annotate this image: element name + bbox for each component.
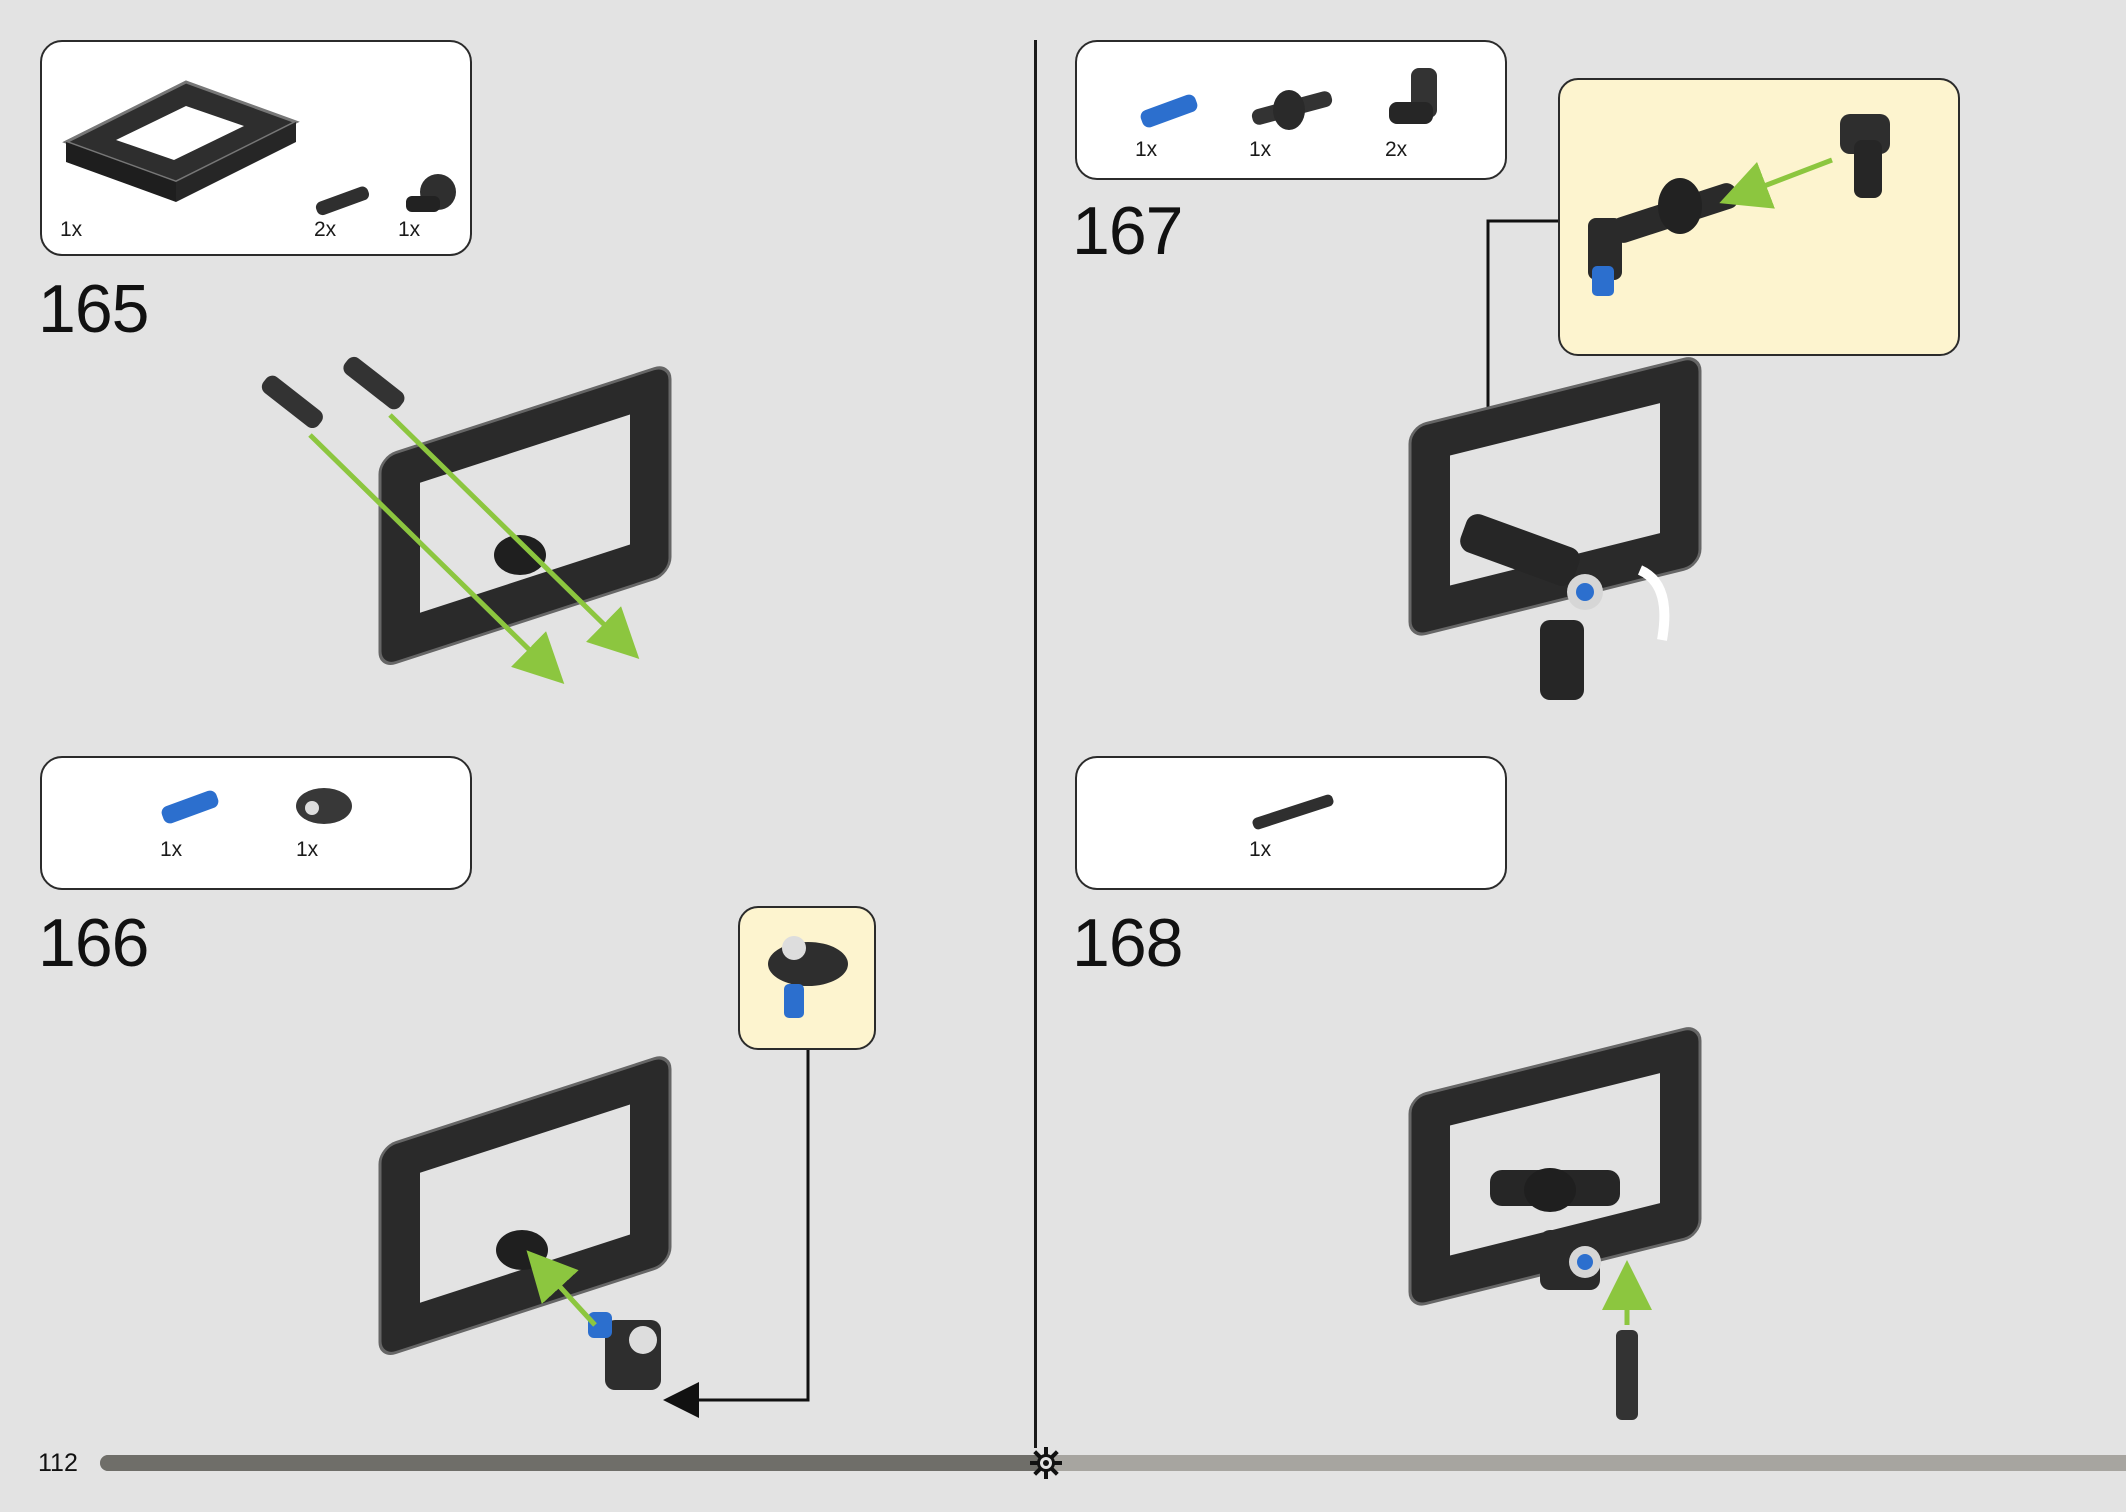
blue-axle-pin-icon — [768, 936, 848, 1018]
step-number: 168 — [1072, 905, 1183, 981]
parts-box-step-168: 1x — [1075, 756, 1507, 890]
part-qty: 2x — [314, 218, 337, 241]
part-qty: 1x — [1135, 138, 1158, 161]
parts-box-step-167: 1x 1x 2x — [1075, 40, 1507, 180]
assembly-step-167 — [1408, 357, 1702, 700]
part-qty: 1x — [1249, 838, 1272, 861]
page-divider — [1034, 40, 1037, 1448]
parts-box-step-166: 1x 1x — [40, 756, 472, 890]
pin-connector-icon — [406, 174, 456, 212]
page-number: 112 — [38, 1449, 78, 1477]
step-number: 165 — [38, 271, 149, 347]
callout-step-166 — [738, 906, 876, 1050]
frame-5x7-icon — [62, 80, 300, 202]
blue-axle-pin-icon — [1140, 94, 1198, 128]
parts-box-step-165: 1x 2x 1x — [40, 40, 472, 256]
part-qty: 2x — [1385, 138, 1408, 161]
assembly-step-165 — [261, 356, 672, 684]
step-number: 167 — [1072, 193, 1183, 269]
angle-connector-icon — [1389, 68, 1437, 124]
part-qty: 1x — [60, 218, 83, 241]
part-qty: 1x — [160, 838, 183, 861]
cross-block-icon — [1588, 114, 1890, 296]
cross-block-icon — [1251, 90, 1333, 130]
progress-bar-fill — [100, 1455, 1046, 1471]
assembly-step-166 — [378, 1056, 672, 1390]
gear-icon — [1030, 1447, 1062, 1479]
callout-leader-166 — [663, 1050, 810, 1418]
callout-step-167 — [1558, 78, 1960, 356]
friction-pin-icon — [315, 186, 370, 216]
assembly-step-168 — [1408, 1027, 1702, 1420]
black-axle-icon — [1252, 794, 1334, 830]
blue-axle-pin-icon — [161, 790, 219, 824]
beam-connector-icon — [296, 788, 352, 824]
part-qty: 1x — [296, 838, 319, 861]
part-qty: 1x — [398, 218, 421, 241]
step-number: 166 — [38, 905, 149, 981]
part-qty: 1x — [1249, 138, 1272, 161]
